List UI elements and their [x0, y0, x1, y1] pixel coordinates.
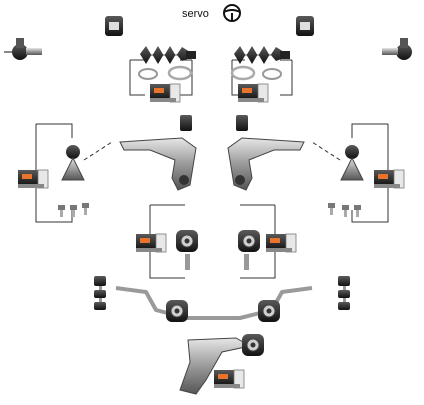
ball-joint-kit-left: [17, 123, 113, 223]
control-arm-bush-small-left: [180, 115, 192, 131]
stabilizer-link-right: [338, 276, 350, 310]
tie-rod-end-left: [4, 38, 42, 60]
stabilizer-bush-top-right: [296, 16, 314, 36]
control-arm-right: [227, 137, 305, 191]
control-arm-bush-kit-left: [135, 204, 199, 279]
tie-rod-end-right: [382, 38, 412, 60]
steering-boot-kit-right: [230, 46, 293, 103]
control-arm-left: [119, 137, 197, 191]
stabilizer-bush-top-left: [105, 16, 123, 36]
stabilizer-link-left: [94, 276, 106, 310]
control-arm-bush-small-right: [236, 115, 248, 131]
ball-joint-kit-right: [311, 123, 405, 223]
control-arm-bottom: [179, 333, 265, 395]
stabilizer-bar: [115, 286, 313, 323]
control-arm-bush-kit-right: [237, 204, 297, 279]
steering-wheel-icon: [223, 4, 241, 22]
steering-boot-kit-left: [129, 46, 196, 103]
servo-label: servo: [182, 8, 209, 20]
